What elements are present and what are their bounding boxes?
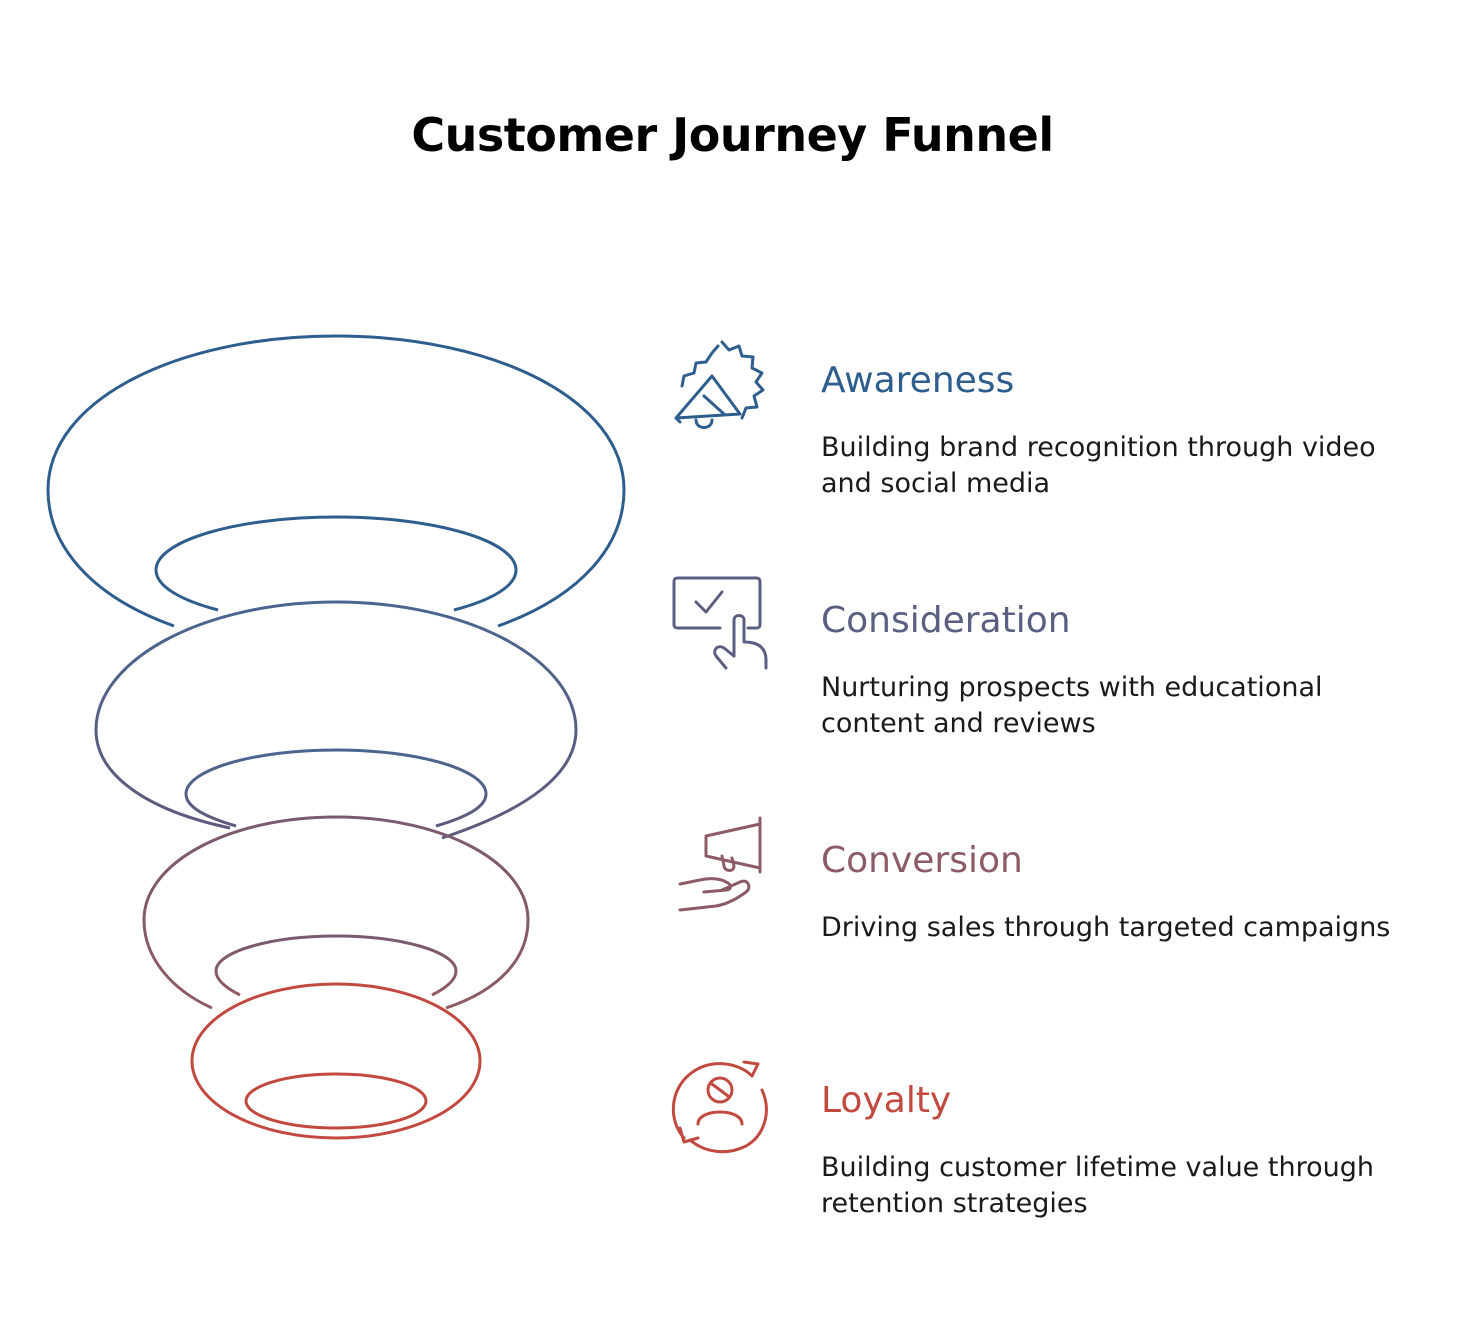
customer-cycle-icon bbox=[671, 1060, 768, 1154]
stage-label: Loyalty bbox=[821, 1080, 952, 1121]
stage-label: Consideration bbox=[821, 600, 1071, 641]
hand-megaphone-icon bbox=[678, 816, 762, 912]
funnel-ring-conversion bbox=[142, 815, 530, 1010]
diagram-title: Customer Journey Funnel bbox=[411, 108, 1054, 162]
funnel-ring-consideration bbox=[94, 600, 578, 840]
megaphone-badge-icon bbox=[674, 340, 765, 429]
stage-label: Awareness bbox=[821, 360, 1015, 401]
stage-label: Conversion bbox=[821, 840, 1023, 881]
funnel-ring-loyalty bbox=[190, 982, 482, 1140]
stage-description: Building brand recognition through video… bbox=[821, 432, 1376, 499]
stage-description: Building customer lifetime value through… bbox=[821, 1152, 1374, 1219]
stage-description: Nurturing prospects with educational con… bbox=[821, 672, 1323, 739]
funnel-diagram bbox=[46, 334, 626, 1140]
funnel-ring-awareness bbox=[46, 334, 626, 628]
checklist-click-icon bbox=[672, 576, 768, 670]
stage-description: Driving sales through targeted campaigns bbox=[821, 912, 1391, 943]
